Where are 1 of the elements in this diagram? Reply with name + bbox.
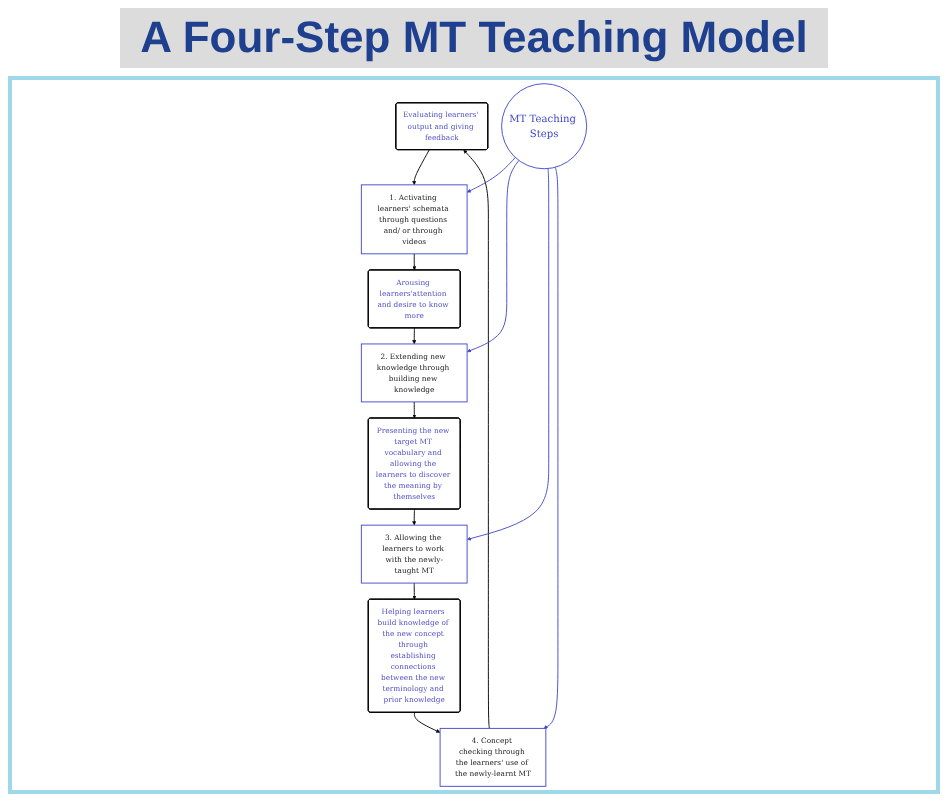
title: A Four-Step MT Teaching Model: [120, 8, 828, 68]
